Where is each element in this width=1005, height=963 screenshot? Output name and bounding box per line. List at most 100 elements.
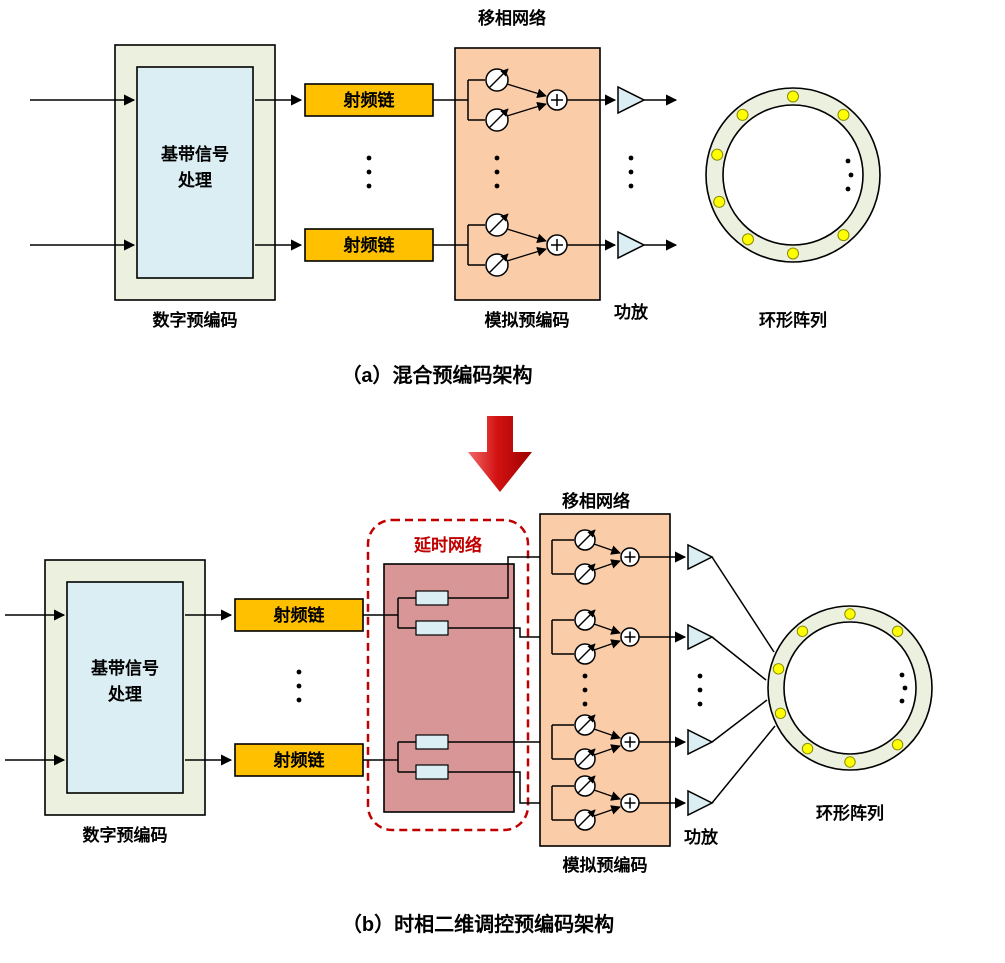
digital-precoding-label-b: 数字预编码 — [83, 825, 168, 845]
amplifier-label-a: 功放 — [614, 302, 649, 322]
transition-arrow-icon — [468, 416, 532, 492]
rf-chain-label-2-a: 射频链 — [343, 235, 396, 255]
input-wires-a — [30, 94, 303, 251]
antenna-dot — [891, 625, 904, 638]
phase-shifter-icon — [575, 810, 595, 830]
wire — [551, 539, 574, 575]
antenna-dot — [711, 148, 724, 161]
ellipsis-rf-b — [296, 669, 302, 703]
ring-inner — [783, 621, 917, 755]
analog-precoding-label-b: 模拟预编码 — [563, 855, 648, 875]
wire — [593, 744, 621, 756]
wire — [506, 246, 547, 262]
wire — [551, 619, 574, 655]
wire — [593, 639, 621, 651]
rf-chain-label-2-b: 射频链 — [273, 750, 326, 770]
antenna-dot — [844, 608, 856, 620]
antenna-dot — [891, 738, 904, 751]
ellipsis-dot — [899, 698, 905, 704]
antenna-dot — [736, 108, 749, 121]
rf-chain-box-2-b — [234, 743, 364, 777]
ellipsis-amps-b — [697, 673, 703, 707]
analog-precoding-label-a: 模拟预编码 — [485, 310, 570, 330]
ellipsis-dot — [848, 172, 854, 178]
phase-shifter-icon — [575, 776, 595, 796]
rf-chain-label-1-a: 射频链 — [343, 90, 396, 110]
input-wires-b — [5, 609, 233, 766]
diagram-b: 移相网络 基带信号 处理 数字预编码 射频链 射频链 延时网络 — [5, 491, 933, 936]
wire — [363, 741, 416, 773]
adder-icon — [620, 627, 640, 647]
diagram-a: 移相网络 基带信号 处理 数字预编码 射频链 射频链 模拟预编码 — [30, 8, 881, 387]
phase-shifter-icon — [575, 564, 595, 584]
rf-chain-box-1-a — [304, 83, 434, 117]
delay-network-box — [383, 563, 515, 813]
amplifier-icon — [617, 86, 645, 114]
ellipsis-dot — [845, 158, 851, 164]
phase-group-1-a — [433, 69, 678, 131]
delay-network-label: 延时网络 — [413, 535, 482, 555]
baseband-label-line1-b: 基带信号 — [90, 658, 159, 678]
phase-shifter-icon — [575, 644, 595, 664]
antenna-dot — [774, 707, 787, 720]
delay-element-icon — [415, 734, 449, 750]
baseband-processing-box-b — [66, 581, 184, 794]
phase-network-label-a: 移相网络 — [478, 8, 546, 28]
wire — [433, 79, 485, 121]
phase-shifter-icon — [575, 749, 595, 769]
caption-b: （b）时相二维调控预编码架构 — [342, 912, 614, 936]
phase-shifter-icon — [486, 69, 508, 91]
adder-icon — [546, 234, 568, 256]
phase-group-2-b — [551, 610, 767, 681]
adder-icon — [546, 89, 568, 111]
adder-icon — [620, 793, 640, 813]
wire — [593, 623, 621, 635]
delay-element-icon — [415, 620, 449, 636]
delay-element-icon — [415, 590, 449, 606]
wire — [551, 785, 574, 821]
wire — [711, 699, 768, 743]
antenna-dot — [837, 108, 850, 121]
amplifier-icon — [687, 544, 713, 570]
delay-wires — [363, 556, 552, 804]
wire — [363, 597, 416, 629]
baseband-processing-box-a — [136, 66, 254, 279]
ellipsis-amps-a — [628, 155, 634, 189]
delay-element-icon — [415, 764, 449, 780]
phase-group-4-b — [551, 725, 776, 830]
antenna-dot — [837, 229, 850, 242]
ring-array-b — [767, 605, 933, 771]
rf-chain-box-2-a — [304, 228, 434, 262]
baseband-label-line2-b: 处理 — [107, 684, 142, 704]
phase-shifter-icon — [575, 715, 595, 735]
wire — [593, 805, 621, 817]
phase-shifter-icon — [486, 254, 508, 276]
ellipsis-dot — [899, 672, 905, 678]
wire — [448, 556, 552, 599]
wire — [506, 101, 547, 117]
delay-network-dashed-border — [366, 518, 530, 832]
baseband-label-line1-a: 基带信号 — [160, 144, 229, 164]
phase-shifter-icon — [575, 530, 595, 550]
antenna-dot — [741, 233, 754, 246]
adder-icon — [620, 547, 640, 567]
ellipsis-rf-a — [366, 155, 372, 189]
amplifier-label-b: 功放 — [684, 827, 719, 847]
caption-a: （a）混合预编码架构 — [341, 363, 532, 387]
ellipsis-dot — [845, 186, 851, 192]
amplifier-icon — [687, 790, 713, 816]
antenna-dot — [787, 247, 799, 260]
wire — [711, 556, 775, 653]
antenna-dot — [801, 742, 814, 755]
antenna-dot — [713, 195, 726, 208]
antenna-dot — [772, 663, 785, 675]
phase-network-label-b: 移相网络 — [562, 491, 630, 511]
wire — [593, 728, 621, 740]
amplifier-icon — [617, 231, 645, 259]
wire — [448, 771, 552, 804]
amplifier-icon — [687, 624, 713, 650]
wire — [593, 543, 621, 555]
antenna-dot — [787, 90, 799, 103]
